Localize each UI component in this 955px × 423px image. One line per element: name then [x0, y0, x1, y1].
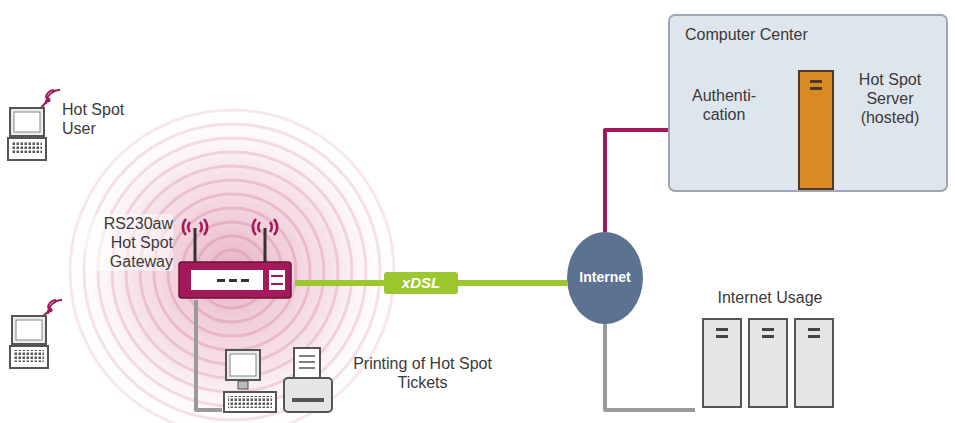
internet-cloud: Internet: [567, 232, 643, 324]
node-text: Internet: [567, 268, 643, 287]
hotspot-server: Hot Spot Server (hosted): [797, 68, 943, 192]
radio-wave-ring: [98, 138, 366, 406]
node-text: Hot Spot User: [62, 100, 128, 138]
function-label: Authenti- cation: [674, 86, 774, 124]
node-text: Internet Usage: [695, 288, 845, 307]
radio-wave-ring: [126, 166, 338, 378]
laptop-icon: [8, 78, 64, 174]
router-icon: [177, 214, 295, 300]
hotspot-gateway: RS230aw Hot Spot Gateway: [85, 214, 295, 300]
laptop-icon: [10, 300, 62, 368]
radio-wave-ring: [84, 124, 380, 420]
radio-wave-ring: [112, 152, 352, 392]
server-rack-icons: [701, 318, 841, 410]
internet-usage-servers: Internet Usage: [695, 288, 849, 412]
ticket-printing: Printing of Hot Spot Tickets: [222, 346, 499, 418]
radio-wave-ring: [154, 194, 310, 350]
pc-printer-icon: [222, 346, 342, 418]
hotspot-user-laptop: Hot Spot User: [6, 78, 132, 178]
node-text: Printing of Hot Spot Tickets: [350, 354, 495, 392]
radio-wave-ring: [168, 208, 296, 336]
server-icon: [797, 70, 837, 192]
radio-wave-glow: [64, 104, 400, 423]
network-link: [196, 300, 222, 410]
link-type-label: xDSL: [384, 272, 458, 294]
radio-wave-rings: [70, 110, 394, 423]
node-text: RS230aw Hot Spot Gateway: [85, 214, 173, 271]
node-text: Hot Spot Server (hosted): [841, 70, 939, 127]
node-text: Computer Center: [685, 25, 885, 44]
radio-wave-ring: [70, 110, 394, 423]
network-link: [605, 324, 695, 410]
radio-wave-ring: [140, 180, 324, 364]
